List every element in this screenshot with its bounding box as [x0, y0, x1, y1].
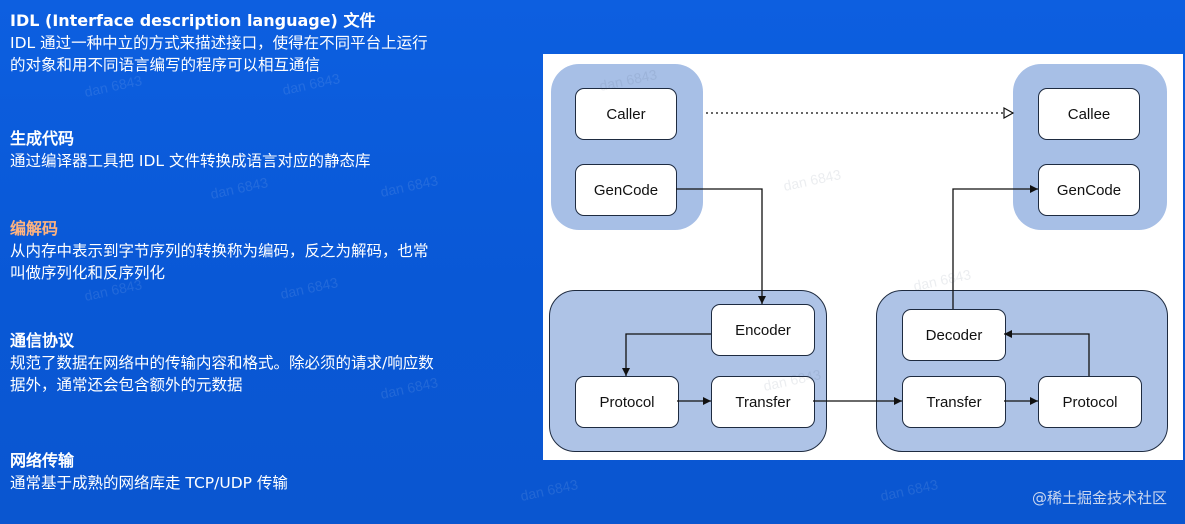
gencode-right-node: GenCode [1038, 164, 1140, 216]
callee-node: Callee [1038, 88, 1140, 140]
section-body-line: 规范了数据在网络中的传输内容和格式。除必须的请求/响应数 [10, 354, 434, 372]
protocol-right-node: Protocol [1038, 376, 1142, 428]
rpc-diagram: Caller GenCode Callee GenCode Encoder Pr… [543, 54, 1183, 460]
footer-watermark: @稀土掘金技术社区 [1031, 489, 1167, 507]
gencode-left-node: GenCode [575, 164, 677, 216]
section-body-line: 据外，通常还会包含额外的元数据 [10, 376, 243, 394]
section-idl: IDL (Interface description language) 文件 … [10, 10, 530, 76]
decoder-node: Decoder [902, 309, 1006, 361]
section-protocol: 通信协议 规范了数据在网络中的传输内容和格式。除必须的请求/响应数 据外，通常还… [10, 330, 530, 396]
decoder-to-gencode-arrow [952, 185, 1038, 309]
section-body-line: IDL 通过一种中立的方式来描述接口，使得在不同平台上运行 [10, 34, 428, 52]
section-body-line: 的对象和用不同语言编写的程序可以相互通信 [10, 56, 321, 74]
section-title: 编解码 [10, 219, 59, 238]
transfer-left-node: Transfer [711, 376, 815, 428]
section-codec: 编解码 从内存中表示到字节序列的转换称为编码，反之为解码，也常 叫做序列化和反序… [10, 218, 530, 284]
section-title: 网络传输 [10, 451, 75, 470]
section-title: IDL (Interface description language) 文件 [10, 11, 376, 30]
protocol-left-node: Protocol [575, 376, 679, 428]
section-title: 通信协议 [10, 331, 75, 350]
section-body-line: 通过编译器工具把 IDL 文件转换成语言对应的静态库 [10, 152, 371, 170]
protocol-to-decoder-arrow [1004, 330, 1090, 376]
section-body-line: 叫做序列化和反序列化 [10, 264, 166, 282]
section-title: 生成代码 [10, 129, 75, 148]
section-codegen: 生成代码 通过编译器工具把 IDL 文件转换成语言对应的静态库 [10, 128, 530, 172]
section-transport: 网络传输 通常基于成熟的网络库走 TCP/UDP 传输 [10, 450, 530, 494]
section-body-line: 通常基于成熟的网络库走 TCP/UDP 传输 [10, 474, 288, 492]
gencode-to-encoder-arrow [676, 188, 766, 304]
encoder-to-protocol-arrow [622, 333, 711, 376]
section-body-line: 从内存中表示到字节序列的转换称为编码，反之为解码，也常 [10, 242, 429, 260]
caller-node: Caller [575, 88, 677, 140]
encoder-node: Encoder [711, 304, 815, 356]
transfer-right-node: Transfer [902, 376, 1006, 428]
connector-arrows [622, 54, 1090, 405]
